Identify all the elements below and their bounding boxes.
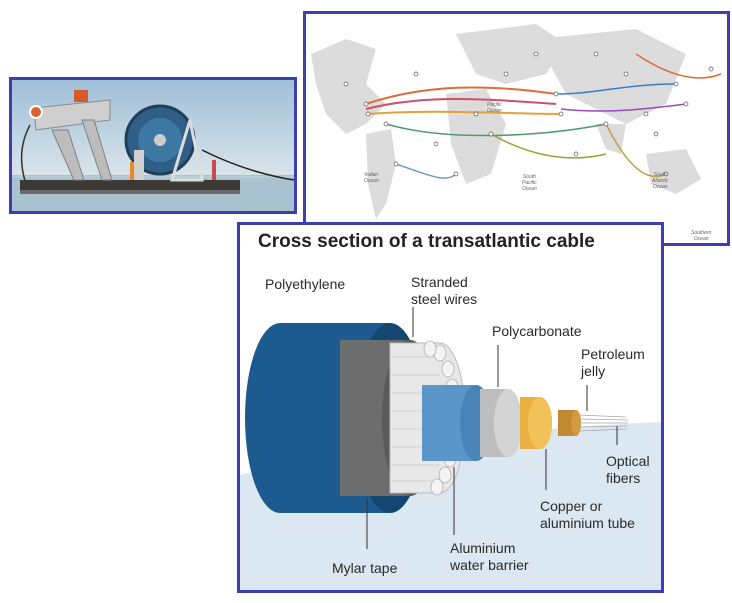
cable-section-title: Cross section of a transatlantic cable [258,231,595,252]
label-copper-tube: Copper or aluminium tube [540,498,635,531]
label-optical-fibers: Optical fibers [606,453,650,486]
label-polyethylene: Polyethylene [265,276,346,292]
cable-barge-photo [9,77,297,214]
world-map-illustration [306,14,727,243]
ocean-label-indian: Indian Ocean [364,172,379,184]
cable-cross-section-diagram [240,307,661,590]
ocean-label-south-pacific: South Pacific Ocean [522,174,537,192]
ocean-label-south-atlantic: South Atlantic Ocean [652,172,669,190]
submarine-cable-map: Pacific Ocean Indian Ocean South Pacific… [303,11,730,246]
cable-barge-illustration [12,80,294,211]
leader-lines [366,307,618,549]
cable-cross-section-panel: Cross section of a transatlantic cable P… [237,222,664,593]
label-petroleum-jelly: Petroleum jelly [581,346,645,379]
ocean-label-southern: Southern Ocean [691,230,712,242]
label-polycarbonate: Polycarbonate [492,323,582,339]
optical-fibers [577,414,629,432]
ocean-label-pacific: Pacific Ocean [487,102,502,114]
label-aluminium-barrier: Aluminium water barrier [450,540,529,573]
label-stranded-steel: Stranded steel wires [411,274,478,307]
label-mylar-tape: Mylar tape [332,560,398,576]
